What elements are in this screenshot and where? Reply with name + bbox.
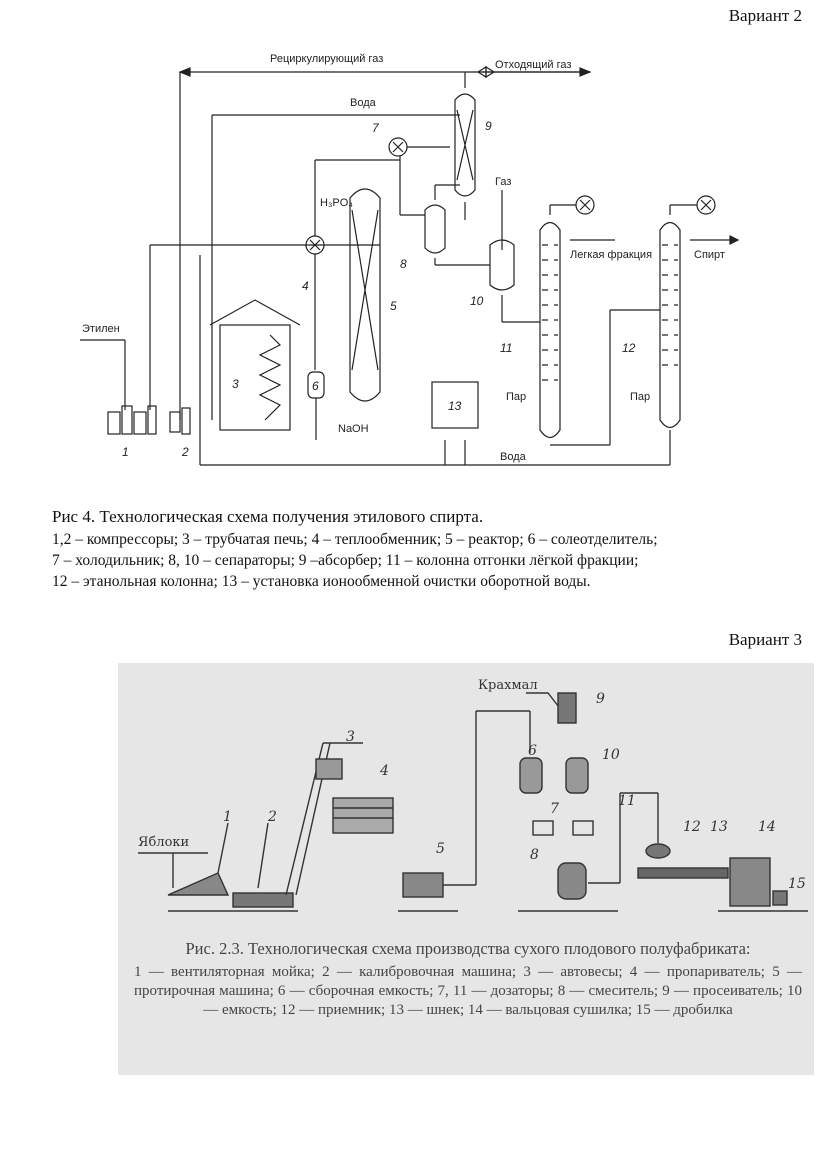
num-13: 13 [448,399,462,413]
fig2-num-9: 9 [596,691,605,707]
scanned-figure-2-3: Яблоки 1 2 3 4 5 Крахмал 9 6 10 [118,663,814,1075]
num-4: 4 [302,279,309,293]
fig2-num-5: 5 [436,841,445,857]
figure-2-3-legend: 1 — вентиляторная мойка; 2 — калибровочн… [134,964,802,1018]
num-10: 10 [470,294,484,308]
num-2: 2 [181,445,189,459]
num-6: 6 [312,379,319,393]
label-steam-11: Пар [506,391,526,403]
label-steam-12: Пар [630,391,650,403]
label-starch: Крахмал [478,678,538,693]
label-light-fraction: Легкая фракция [570,249,652,261]
label-off-gas: Отходящий газ [495,59,571,71]
num-3: 3 [232,377,239,391]
num-5: 5 [390,299,397,313]
label-alcohol: Спирт [694,249,725,261]
label-water-bottom: Вода [500,451,527,463]
fig2-num-3: 3 [346,729,355,745]
fig2-num-7: 7 [550,801,559,817]
fig2-num-13: 13 [710,819,728,835]
label-gas: Газ [495,176,511,188]
ethanol-process-diagram: Рециркулирующий газ Отходящий газ Вода В… [80,53,740,466]
fig2-num-2: 2 [267,809,277,825]
label-h3po4: H₃PO₄ [320,197,353,209]
fig2-num-14: 14 [758,819,776,835]
figure-4-legend-line-1: 1,2 – компрессоры; 3 – трубчатая печь; 4… [52,531,658,548]
figure-2-3-caption: Рис. 2.3. Технологическая схема производ… [134,939,802,1020]
fig2-num-6: 6 [528,743,537,759]
num-11: 11 [500,341,512,355]
fig2-num-10: 10 [602,747,620,763]
label-water-top: Вода [350,97,377,109]
figure-4-legend-line-3: 12 – этанольная колонна; 13 – установка … [52,573,591,590]
figure-2-3-title: Рис. 2.3. Технологическая схема производ… [185,939,751,958]
variant-3-label: Вариант 3 [728,630,802,649]
fig2-num-11: 11 [618,793,636,809]
fig2-num-1: 1 [223,809,232,825]
fig2-num-12: 12 [683,819,701,835]
fig2-num-15: 15 [788,876,806,892]
num-9: 9 [485,119,492,133]
variant-2-label: Вариант 2 [728,6,802,25]
fig2-num-8: 8 [530,847,539,863]
label-apples: Яблоки [138,835,189,850]
fig2-num-4: 4 [379,763,389,779]
num-7: 7 [372,121,380,135]
label-recycle-gas: Рециркулирующий газ [270,53,383,65]
label-ethylene: Этилен [82,323,120,335]
figure-4-title: Рис 4. Технологическая схема получения э… [52,507,484,526]
label-naoh: NaOH [338,423,369,435]
figure-4-legend-line-2: 7 – холодильник; 8, 10 – сепараторы; 9 –… [52,552,639,569]
num-12: 12 [622,341,636,355]
num-8: 8 [400,257,407,271]
num-1: 1 [122,445,129,459]
dried-fruit-process-diagram: Яблоки 1 2 3 4 5 Крахмал 9 6 10 [138,678,808,912]
figure-4-caption: Рис 4. Технологическая схема получения э… [52,506,812,592]
